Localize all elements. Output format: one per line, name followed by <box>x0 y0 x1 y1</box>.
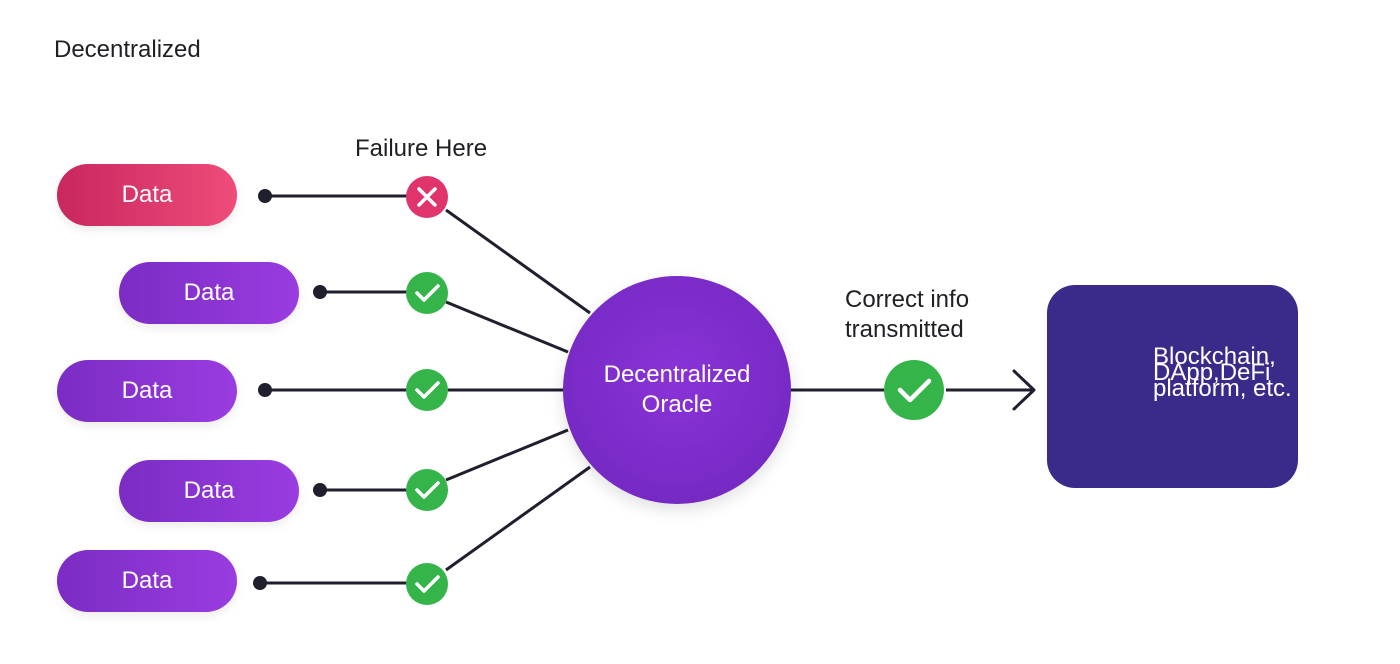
oracle-label-line2: Oracle <box>641 391 713 418</box>
destination-platform: Blockchain, DApp,DeFi platform, etc. <box>1047 285 1298 488</box>
data-source-5: Data <box>57 550 237 612</box>
diagram-title: Decentralized <box>54 36 201 63</box>
platform-label-line2: DApp,DeFi <box>1153 358 1271 386</box>
data-source-3: Data <box>57 360 237 422</box>
data-source-4: Data <box>119 460 299 522</box>
check-circle-icon <box>406 469 448 511</box>
platform-label-line1: Blockchain, <box>1153 342 1276 370</box>
connector-line <box>445 300 569 354</box>
connector-line <box>445 465 591 572</box>
check-circle-icon <box>406 563 448 605</box>
check-circle-icon <box>406 272 448 314</box>
transmission-label-line2: transmitted <box>845 316 964 343</box>
transmission-label: Correct info transmitted <box>845 285 969 345</box>
cross-circle-icon <box>406 176 448 218</box>
platform-label-line3: platform, etc. <box>1153 374 1292 402</box>
check-circle-icon <box>406 369 448 411</box>
oracle-label-line1: Decentralized <box>603 361 751 388</box>
arrow-right-icon <box>1012 369 1036 411</box>
connector-line <box>445 208 591 315</box>
failure-label: Failure Here <box>355 135 488 162</box>
data-source-2: Data <box>119 262 299 324</box>
data-source-1: Data <box>57 164 237 226</box>
connector-line <box>445 428 569 482</box>
check-circle-icon <box>884 360 944 420</box>
transmission-label-line1: Correct info <box>845 286 970 313</box>
decentralized-oracle: Decentralized Oracle <box>563 276 791 504</box>
